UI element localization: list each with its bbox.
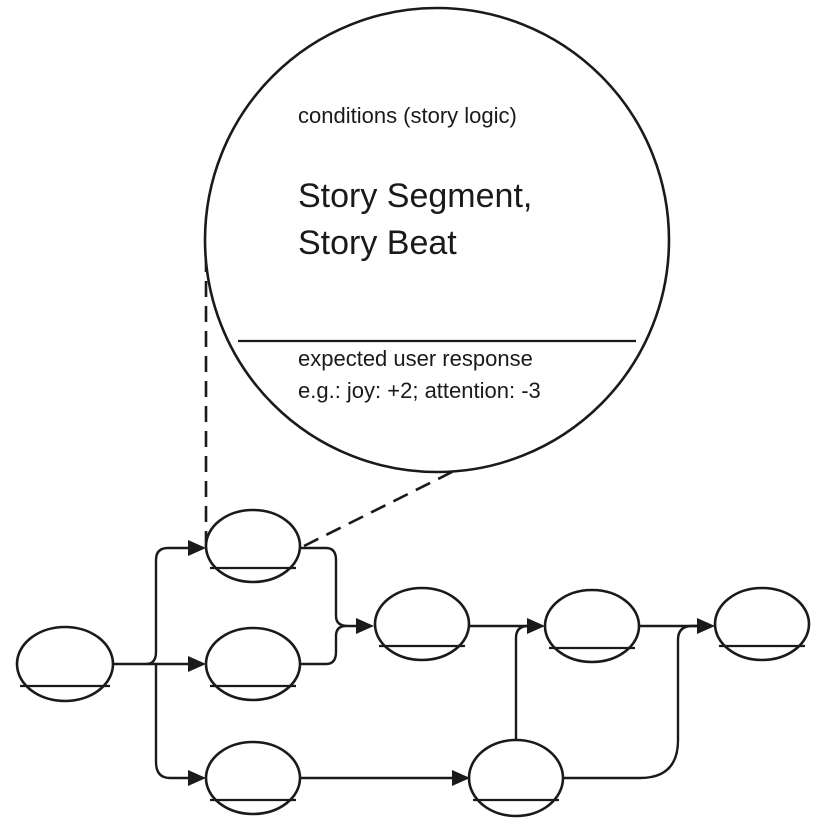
story-node-start[interactable] xyxy=(15,625,115,703)
arrowhead-center xyxy=(356,618,374,634)
arrowhead-bottom-right xyxy=(452,770,470,786)
edge-bottom-right-to-right2 xyxy=(562,624,702,780)
story-node-bottom-right[interactable] xyxy=(467,738,565,818)
edge-start-to-lower xyxy=(154,662,192,780)
arrowhead-lower xyxy=(188,770,206,786)
story-node-middle[interactable] xyxy=(204,626,302,702)
story-node-center[interactable] xyxy=(373,586,471,662)
response-label: expected user response xyxy=(298,346,533,371)
story-node-right2[interactable] xyxy=(713,586,811,662)
response-example: e.g.: joy: +2; attention: -3 xyxy=(298,378,541,403)
edge-upper-to-center xyxy=(298,546,360,628)
edge-bottom-right-to-right1 xyxy=(514,624,530,742)
zoomed-story-node: conditions (story logic) Story Segment, … xyxy=(203,6,671,474)
conditions-label: conditions (story logic) xyxy=(298,103,517,128)
node-title-line2: Story Beat xyxy=(298,224,457,262)
arrowhead-middle xyxy=(188,656,206,672)
node-title-line1: Story Segment, xyxy=(298,177,532,215)
edges xyxy=(111,540,715,786)
arrowhead-right2 xyxy=(697,618,715,634)
zoom-circle xyxy=(203,6,671,474)
edge-middle-to-center xyxy=(298,624,348,666)
arrowhead-upper xyxy=(188,540,206,556)
arrowhead-right1 xyxy=(527,618,545,634)
edge-start-to-upper xyxy=(111,546,192,666)
nodes xyxy=(15,508,811,818)
story-node-lower[interactable] xyxy=(204,740,302,816)
story-node-upper[interactable] xyxy=(204,508,302,584)
story-node-right1[interactable] xyxy=(543,588,641,664)
